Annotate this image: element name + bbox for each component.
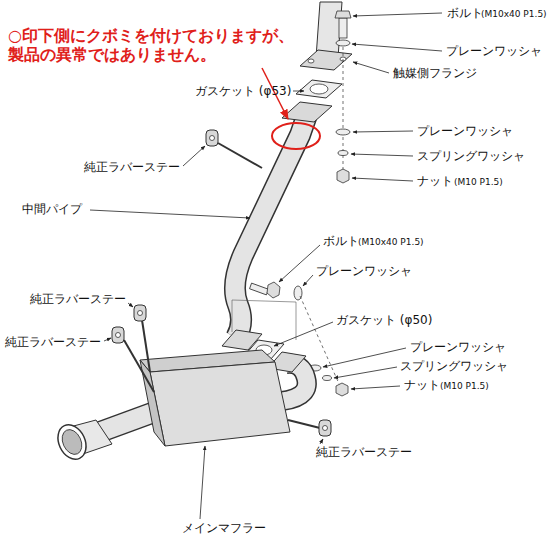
part-name: ガスケット (φ50) xyxy=(336,313,432,327)
part-name: ボルト xyxy=(447,6,483,20)
rubber-stay xyxy=(112,327,124,343)
part-name: ナット xyxy=(404,378,440,392)
catalyst-pipe xyxy=(300,2,352,70)
part-name: 純正ラバーステー xyxy=(84,160,180,174)
part-name: 中間パイプ xyxy=(22,202,82,216)
part-spec: (M10 P1.5) xyxy=(440,381,489,392)
part-name: 純正ラバーステー xyxy=(316,445,412,459)
leader-lines xyxy=(90,13,442,519)
part-name: ナット xyxy=(417,174,453,188)
gasket-53 xyxy=(296,80,342,98)
part-name: スプリングワッシャ xyxy=(400,359,508,373)
part-name: プレーンワッシャ xyxy=(417,124,513,138)
part-spec: (M10x40 P1.5) xyxy=(358,237,424,248)
dent-mark xyxy=(272,123,320,149)
part-name: プレーンワッシャ xyxy=(446,44,542,58)
part-name: メインマフラー xyxy=(182,521,266,535)
part-name: プレーンワッシャ xyxy=(410,340,506,354)
note-text: ○印下側にクボミを付けておりますが、 製品の異常ではありません。 xyxy=(8,26,308,64)
top-bolt xyxy=(335,11,351,170)
rubber-stay xyxy=(319,420,331,436)
middle-pipe xyxy=(218,102,332,350)
part-name: 純正ラバーステー xyxy=(5,335,101,349)
top-fasteners xyxy=(336,129,350,183)
part-name: プレーンワッシャ xyxy=(316,264,412,278)
part-name: 触媒側フランジ xyxy=(393,66,477,80)
part-name: スプリングワッシャ xyxy=(417,149,525,163)
part-name: 純正ラバーステー xyxy=(30,292,126,306)
rubber-stay xyxy=(206,130,218,146)
part-spec: (M10x40 P1.5) xyxy=(481,9,547,20)
part-name: ボルト xyxy=(323,234,359,248)
part-spec: (M10 P1.5) xyxy=(454,177,503,188)
rubber-stay xyxy=(134,305,146,321)
part-name: ガスケット (φ53) xyxy=(195,84,291,98)
